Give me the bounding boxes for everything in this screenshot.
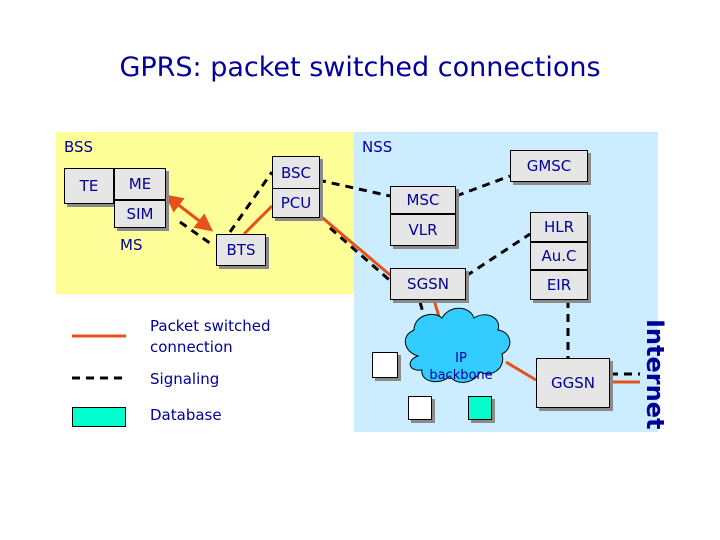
- bts-bsc-signal: [228, 171, 274, 233]
- pcu-box: PCU: [272, 188, 320, 218]
- bts-box: BTS: [216, 234, 266, 266]
- sgsn-box: SGSN: [390, 268, 466, 300]
- ip-backbone-label: IP backbone: [426, 350, 496, 384]
- bss-label: BSS: [64, 138, 94, 156]
- legend-packet-label: Packet switched connection: [150, 316, 270, 358]
- pcu-sgsn-packet: [317, 212, 397, 282]
- legend-packet-line-1: Packet switched: [150, 317, 271, 335]
- msc-box: MSC: [390, 186, 456, 214]
- ip-backbone-line-1: IP: [455, 351, 467, 366]
- nss-label: NSS: [362, 138, 393, 156]
- legend-database-swatch: [72, 407, 126, 427]
- bsc-box: BSC: [272, 156, 320, 190]
- gmsc-box: GMSC: [510, 150, 588, 182]
- ggsn-box: GGSN: [536, 358, 610, 408]
- msc-gmsc-signal: [455, 174, 511, 198]
- sgsn-hlr-signal: [465, 232, 531, 278]
- backbone-ggsn-packet: [505, 360, 537, 382]
- pcu-sgsn-signal: [329, 226, 395, 286]
- backbone-host-box-bottom: [408, 396, 432, 420]
- ip-backbone-cloud: [404, 307, 511, 383]
- ms-label: MS: [120, 236, 143, 254]
- backbone-host-box-left: [372, 352, 398, 378]
- internet-label: Internet: [641, 318, 669, 430]
- hlr-box: HLR: [530, 212, 588, 242]
- te-box: TE: [64, 168, 114, 204]
- vlr-box: VLR: [390, 214, 456, 246]
- me-box: ME: [114, 168, 166, 200]
- legend-packet-line-2: connection: [150, 338, 233, 356]
- radio-link-signal: [179, 220, 215, 248]
- bts-pcu-packet: [242, 204, 274, 236]
- legend-signaling-label: Signaling: [150, 370, 220, 388]
- auc-box: Au.C: [530, 242, 588, 270]
- sim-box: SIM: [114, 200, 166, 228]
- radio-link-packet: [164, 194, 214, 232]
- ip-backbone-line-2: backbone: [429, 368, 493, 383]
- legend-database-label: Database: [150, 406, 222, 424]
- backbone-database-box: [468, 396, 492, 420]
- slide-title: GPRS: packet switched connections: [119, 52, 601, 83]
- bsc-msc-signal: [317, 178, 391, 198]
- eir-box: EIR: [530, 270, 588, 300]
